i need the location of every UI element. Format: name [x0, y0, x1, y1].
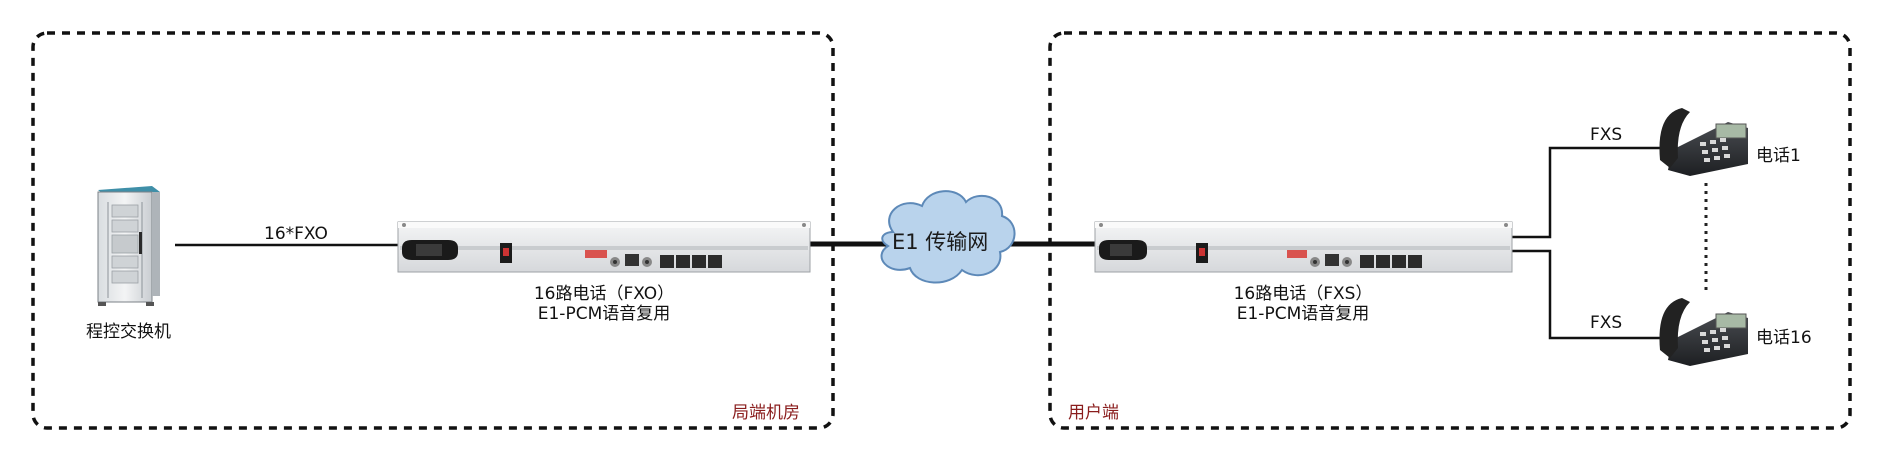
e1-network-cloud	[880, 190, 1016, 284]
phone-16-label: 电话16	[1756, 328, 1812, 348]
exchange-cabinet	[97, 186, 160, 306]
mux-left-label-line1: 16路电话（FXO）	[533, 284, 675, 304]
e1-network-label: E1 传输网	[892, 230, 989, 254]
link-fxs-top	[1512, 146, 1672, 239]
link-fxs-bottom	[1512, 249, 1672, 340]
phone-1-label: 电话1	[1756, 146, 1801, 166]
mux-device-fxo	[397, 221, 811, 273]
telephone-16	[1659, 298, 1748, 366]
zone-label-central-office: 局端机房	[732, 403, 800, 423]
fxs-top-label: FXS	[1590, 125, 1623, 145]
link-label-16-fxo: 16*FXO	[264, 224, 328, 244]
exchange-label: 程控交换机	[86, 322, 171, 342]
zone-label-user-side: 用户端	[1068, 403, 1119, 423]
mux-right-label-line1: 16路电话（FXS）	[1233, 284, 1373, 304]
mux-right-label-line2: E1-PCM语音复用	[1236, 304, 1370, 324]
mux-device-fxs	[1094, 221, 1513, 273]
fxs-bottom-label: FXS	[1590, 313, 1623, 333]
mux-left-label-line2: E1-PCM语音复用	[537, 304, 671, 324]
zone-box-user-side	[1048, 31, 1852, 430]
telephone-1	[1659, 108, 1748, 176]
zone-box-central-office	[31, 31, 835, 430]
